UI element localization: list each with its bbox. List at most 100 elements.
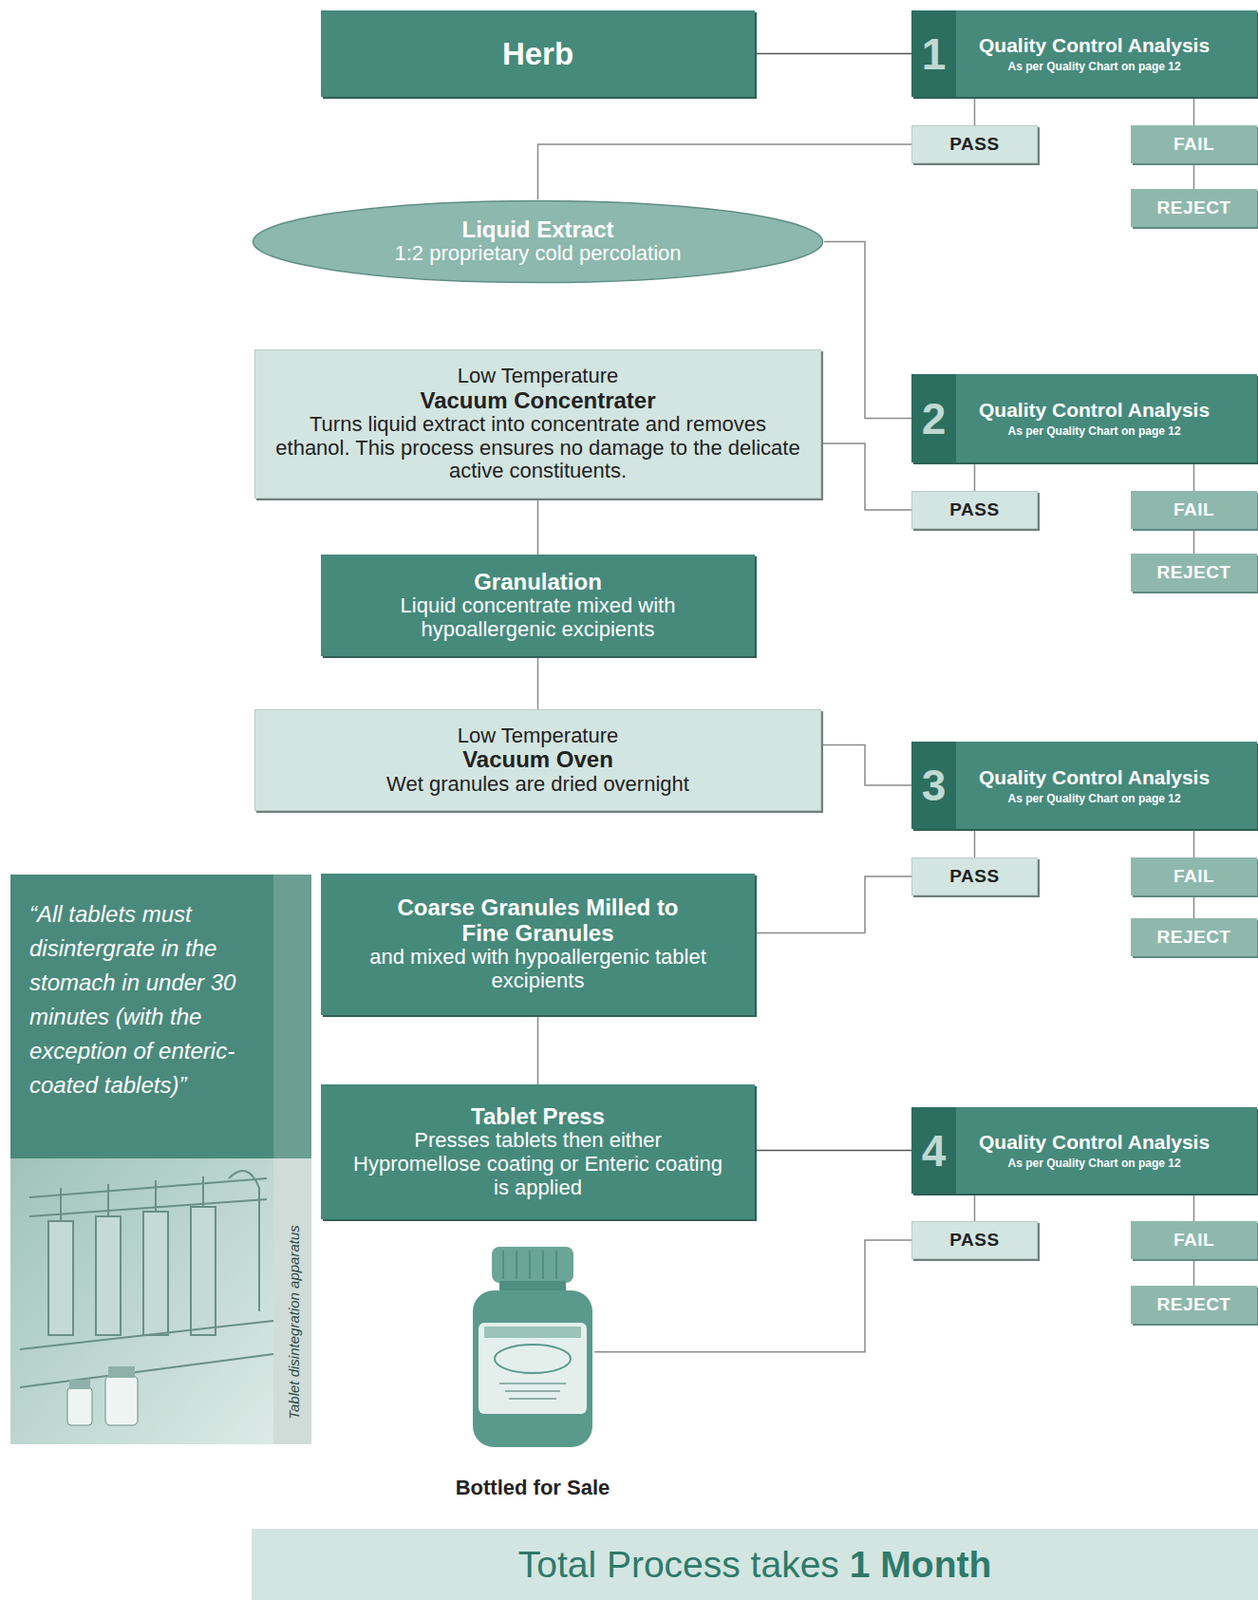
fail-box: REJECT xyxy=(1130,918,1258,957)
box-content: REJECT xyxy=(1130,1285,1258,1324)
check-text-block: Quality Control Analysis As per Quality C… xyxy=(978,1130,1210,1170)
box-content: PASS xyxy=(912,126,1037,163)
quality-check-box: 3 Quality Control AnalysisAs per Quality … xyxy=(911,741,1258,829)
box-title: Vacuum Oven xyxy=(462,747,614,772)
ellipse-shape xyxy=(253,201,824,283)
box-body: 1:2 proprietary cold percolation xyxy=(394,242,681,266)
callout-number: 2 xyxy=(911,374,957,463)
status-text: FAIL xyxy=(1173,133,1215,155)
flow-connector xyxy=(594,1239,912,1352)
check-text-column: Quality Control AnalysisAs per Quality C… xyxy=(956,374,1258,463)
box-title: Vacuum Concentrater xyxy=(419,388,656,414)
box-content: Tablet PressPresses tablets then either … xyxy=(320,1084,755,1220)
flow-connector xyxy=(538,144,913,200)
check-text-block: Quality Control AnalysisAs per Quality C… xyxy=(978,398,1210,438)
pass-box: PASS xyxy=(911,857,1038,896)
check-text-block: Quality Control AnalysisAs per Quality C… xyxy=(978,34,1210,74)
photo-ground xyxy=(10,1158,274,1445)
status-text: REJECT xyxy=(1157,926,1232,948)
box-note: As per Quality Chart on page 12 xyxy=(1008,59,1182,74)
box-content: FAIL xyxy=(1130,490,1258,529)
box-content: FAIL xyxy=(1130,125,1258,164)
flow-connector xyxy=(754,1149,912,1152)
status-text: REJECT xyxy=(1157,562,1232,583)
side-strip xyxy=(273,1158,312,1445)
box-subtitle: Low Temperature xyxy=(457,724,620,749)
pass-box: PASS xyxy=(911,125,1038,164)
photo-caption: Tablet disintegration apparatus xyxy=(285,1224,302,1420)
status-text: PASS xyxy=(949,499,999,521)
status-text: PASS xyxy=(949,133,999,155)
box-content: PASS xyxy=(912,1221,1037,1258)
box-content: GranulationLiquid concentrate mixed with… xyxy=(320,554,755,657)
box-title: Tablet Press xyxy=(470,1104,605,1129)
bottle-body xyxy=(472,1290,593,1447)
box-title: Granulation xyxy=(473,569,602,595)
summary-text: 1 Month xyxy=(849,1543,992,1586)
status-text: FAIL xyxy=(1173,1229,1215,1251)
status-text: PASS xyxy=(949,865,999,887)
box-content: REJECT xyxy=(1130,918,1258,957)
check-text-column: Quality Control Analysis As per Quality C… xyxy=(956,1107,1258,1194)
box-content: Low TemperatureVacuum ConcentraterTurns … xyxy=(255,350,821,498)
pass-box: PASS xyxy=(911,490,1038,529)
check-text-column: Quality Control AnalysisAs per Quality C… xyxy=(956,10,1258,97)
fail-box: REJECT xyxy=(1130,188,1258,227)
box-content: REJECT xyxy=(1130,553,1258,592)
box-body: Wet granules are dried overnight xyxy=(386,772,690,797)
box-body: Liquid concentrate mixed with hypoallerg… xyxy=(353,594,724,641)
flow-connector xyxy=(974,828,977,858)
box-content: REJECT xyxy=(1130,188,1258,227)
process-box: Low TemperatureVacuum ConcentraterTurns … xyxy=(254,349,822,499)
quote-panel: “All tablets must disintergrate in the s… xyxy=(10,874,312,1445)
flow-connector xyxy=(1193,828,1196,858)
side-strip xyxy=(273,874,312,1159)
box-content: Herb xyxy=(320,10,755,97)
box-note: As per Quality Chart on page 12 xyxy=(1008,1156,1182,1170)
summary-band: Total Process takes1 Month xyxy=(251,1528,1258,1600)
quality-check-box: 1 Quality Control AnalysisAs per Quality … xyxy=(911,10,1258,97)
box-note: As per Quality Chart on page 12 xyxy=(1008,424,1182,438)
flow-connector xyxy=(754,53,912,56)
box-content: FAIL xyxy=(1130,857,1258,896)
bottle-illustration xyxy=(470,1246,595,1449)
start-box: Herb xyxy=(320,10,755,97)
box-title: Coarse Granules Milled to Fine Granules xyxy=(391,895,686,946)
check-text-column: Quality Control AnalysisAs per Quality C… xyxy=(956,741,1258,829)
callout-number: 1 xyxy=(911,10,957,97)
callout-number: 4 xyxy=(911,1107,957,1194)
flow-connector xyxy=(824,242,912,419)
label-band xyxy=(484,1326,582,1338)
label-oval xyxy=(494,1344,571,1373)
quote-ground xyxy=(10,874,274,1159)
box-content: FAIL xyxy=(1130,1220,1258,1259)
box-body: Turns liquid extract into concentrate an… xyxy=(274,413,802,484)
flow-connector xyxy=(537,1014,540,1085)
quality-check-box: 4 Quality Control Analysis As per Quality … xyxy=(911,1107,1258,1194)
flow-connector xyxy=(1193,1193,1196,1221)
product-caption: Bottled for Sale xyxy=(455,1475,611,1501)
status-text: FAIL xyxy=(1173,499,1215,521)
box-content: Low TemperatureVacuum OvenWet granules a… xyxy=(255,710,821,810)
fail-box: FAIL xyxy=(1130,857,1258,896)
process-box: Coarse Granules Milled to Fine Granulesa… xyxy=(320,873,755,1015)
flow-connector xyxy=(821,744,912,786)
box-title: Quality Control Analysis xyxy=(978,1130,1210,1154)
status-text: FAIL xyxy=(1173,865,1215,887)
flow-connector xyxy=(537,498,540,555)
box-note: As per Quality Chart on page 12 xyxy=(1008,791,1182,806)
status-text: REJECT xyxy=(1157,197,1232,219)
flow-connector xyxy=(537,656,540,710)
check-text-block: Quality Control AnalysisAs per Quality C… xyxy=(978,766,1210,806)
box-content: Liquid Extract1:2 proprietary cold perco… xyxy=(251,199,825,284)
callout-number: 3 xyxy=(911,741,957,829)
apparatus-lines xyxy=(19,1170,274,1388)
flow-connector xyxy=(1193,895,1196,919)
sample-bottles xyxy=(67,1366,138,1426)
process-box: Low TemperatureVacuum OvenWet granules a… xyxy=(254,709,822,811)
box-title: Herb xyxy=(502,36,574,73)
pass-box: PASS xyxy=(911,1220,1038,1259)
flow-connector xyxy=(1193,528,1196,554)
flow-connector xyxy=(974,1193,977,1221)
summary-text: Total Process takes xyxy=(518,1543,840,1586)
